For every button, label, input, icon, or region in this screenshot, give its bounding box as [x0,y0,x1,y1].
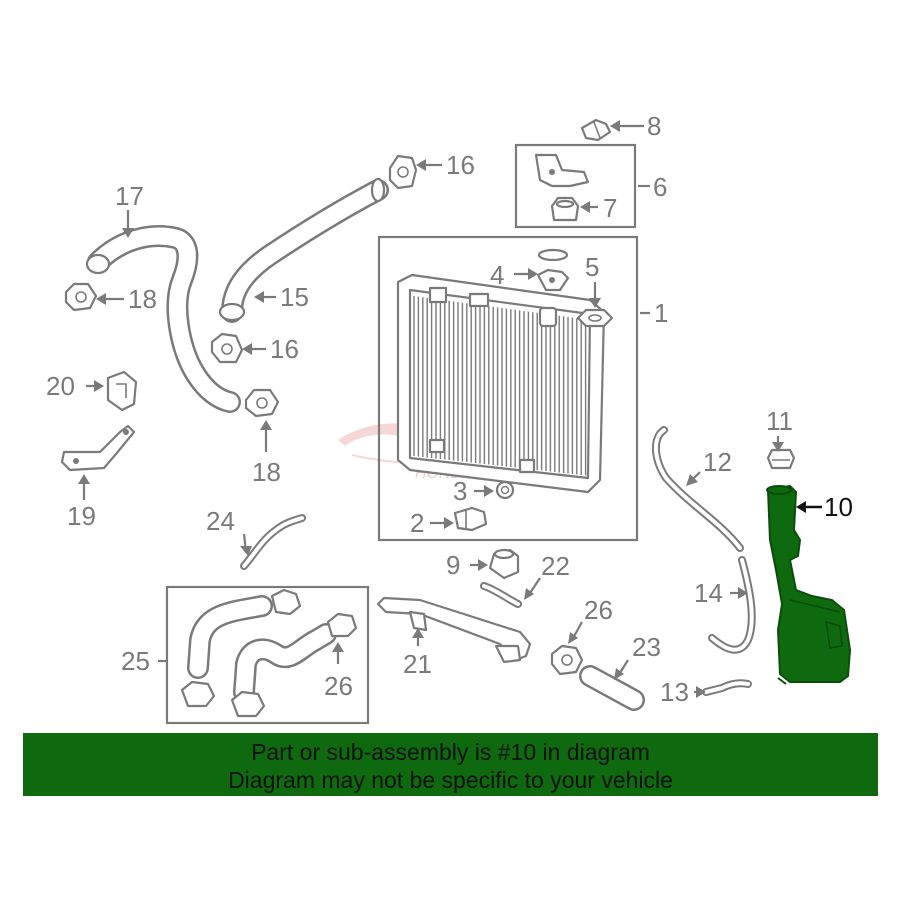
info-banner-line-2: Diagram may not be specific to your vehi… [228,767,673,793]
label-19[interactable]: 19 [67,501,96,531]
label-24[interactable]: 24 [206,506,235,536]
part-7-cushion[interactable] [550,196,580,222]
label-22[interactable]: 22 [541,551,570,581]
label-17[interactable]: 17 [115,181,144,211]
part-5-cushion[interactable] [576,308,614,328]
part-18-clamp-left[interactable] [64,282,98,312]
part-14-tube[interactable] [708,556,756,654]
label-3[interactable]: 3 [453,476,467,506]
part-10-reserve-tank[interactable] [766,484,852,685]
part-2-drain-plug[interactable] [453,506,488,532]
label-26-box[interactable]: 26 [324,671,353,701]
radiator-group-box [377,235,639,542]
label-11[interactable]: 11 [766,406,793,436]
part-11-cap[interactable] [766,448,796,470]
info-banner: Part or sub-assembly is #10 in diagram D… [23,733,878,796]
part-9-cushion[interactable] [488,548,520,580]
label-23[interactable]: 23 [632,632,661,662]
label-7[interactable]: 7 [603,193,617,223]
part-20-holder[interactable] [106,370,138,412]
part-8-bolt[interactable] [580,118,612,142]
label-20[interactable]: 20 [46,371,75,401]
part-13-tube[interactable] [702,679,752,696]
label-5[interactable]: 5 [585,252,599,282]
part-23-hose[interactable] [579,665,645,711]
part-6-bracket[interactable] [534,153,590,188]
part-22-hose[interactable] [480,582,522,608]
label-8[interactable]: 8 [647,111,661,141]
label-18-left[interactable]: 18 [128,284,157,314]
radiator-part-1[interactable] [396,273,606,494]
info-banner-line-1: Part or sub-assembly is #10 in diagram [251,739,650,765]
label-13[interactable]: 13 [660,677,689,707]
part-24-hose[interactable] [240,514,306,570]
label-1[interactable]: 1 [654,298,668,328]
part-number-labels: 8 16 6 7 17 4 5 15 18 1 16 20 11 12 18 3… [46,111,853,707]
leader-lines [78,120,822,698]
label-12[interactable]: 12 [703,447,732,477]
label-25[interactable]: 25 [121,646,150,676]
label-9[interactable]: 9 [446,550,460,580]
part-17-lower-hose[interactable] [85,225,241,413]
label-6[interactable]: 6 [653,172,667,202]
label-2[interactable]: 2 [410,508,424,538]
part-4-cushion[interactable] [536,248,570,292]
bracket-group-box [514,143,637,229]
hose-group-box-25 [165,585,370,725]
label-18-lower[interactable]: 18 [252,457,281,487]
part-12-tube[interactable] [652,426,744,552]
label-16-top[interactable]: 16 [446,150,475,180]
part-21-pipe[interactable] [376,596,532,664]
part-19-bracket[interactable] [60,424,136,472]
label-16-lower[interactable]: 16 [270,334,299,364]
label-15[interactable]: 15 [280,282,309,312]
label-4[interactable]: 4 [490,260,504,290]
part-25-hose-set[interactable] [180,588,358,718]
label-14[interactable]: 14 [694,578,723,608]
part-26-clamp-right[interactable] [550,644,584,676]
part-18-clamp-lower[interactable] [244,388,280,418]
label-21[interactable]: 21 [403,649,432,679]
part-3-oring[interactable] [495,480,515,500]
part-16-clamp-lower[interactable] [210,332,244,364]
label-10[interactable]: 10 [824,492,853,522]
part-16-clamp-top[interactable] [388,154,418,190]
label-26-right[interactable]: 26 [584,595,613,625]
part-15-upper-hose[interactable] [218,177,389,323]
